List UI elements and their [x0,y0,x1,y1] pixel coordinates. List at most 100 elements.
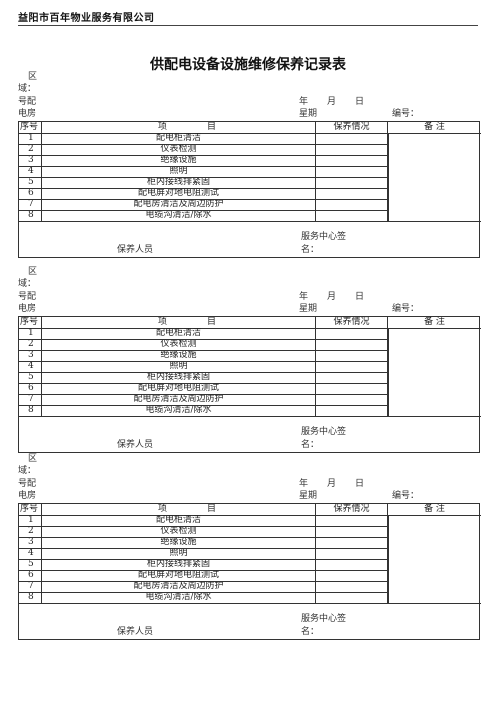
row-item: 照明 [42,361,316,372]
header-no: 序号 [19,504,42,515]
row-item: 柜内接线排紧固 [42,559,316,570]
number-label: 编号： [392,491,420,501]
sign-divider [19,603,481,604]
table-header-row: 序号 项目 保养情况 备 注 [19,317,481,328]
row-status-cell[interactable] [316,350,388,361]
header-item-b: 目 [207,504,217,514]
header-item-a: 项 [158,317,168,327]
area-label-suffix: 域： [18,84,37,94]
row-number: 2 [19,144,42,155]
header-item: 项目 [42,504,316,515]
service-center-label: 服务中心签 [301,427,347,437]
row-item: 配电房清洁及周边防护 [42,394,316,405]
row-divider [19,350,388,351]
row-divider [19,383,388,384]
area-label: 区 [28,267,38,277]
row-divider [19,166,388,167]
row-divider [19,372,388,373]
row-divider [19,405,388,406]
row-status-cell[interactable] [316,537,388,548]
header-item-a: 项 [158,504,168,514]
row-status-cell[interactable] [316,559,388,570]
row-item: 绝缘设施 [42,155,316,166]
row-item: 电缆沟清洁/除水 [42,592,316,603]
row-item: 配电屏对地电阻测试 [42,383,316,394]
service-center-label-suffix: 名： [301,627,320,637]
row-status-cell[interactable] [316,133,388,144]
row-status-cell[interactable] [316,144,388,155]
row-number: 1 [19,133,42,144]
row-item: 配电房清洁及周边防护 [42,199,316,210]
row-item: 仪表检测 [42,144,316,155]
row-status-cell[interactable] [316,592,388,603]
sign-divider [19,221,481,222]
row-status-cell[interactable] [316,548,388,559]
row-number: 6 [19,570,42,581]
row-divider [19,361,388,362]
area-label: 区 [28,454,38,464]
row-status-cell[interactable] [316,155,388,166]
weekday-label: 星期 [299,109,318,119]
row-status-cell[interactable] [316,405,388,416]
row-item: 配电柜清洁 [42,328,316,339]
row-status-cell[interactable] [316,188,388,199]
number-label: 编号： [392,304,420,314]
row-item: 电缆沟清洁/除水 [42,210,316,221]
row-status-cell[interactable] [316,394,388,405]
weekday-label: 星期 [299,304,318,314]
row-status-cell[interactable] [316,372,388,383]
row-item: 绝缘设施 [42,537,316,548]
row-status-cell[interactable] [316,210,388,221]
row-number: 1 [19,328,42,339]
row-status-cell[interactable] [316,383,388,394]
row-number: 7 [19,394,42,405]
row-status-cell[interactable] [316,328,388,339]
row-item: 照明 [42,166,316,177]
staff-label: 保养人员 [117,440,154,450]
row-status-cell[interactable] [316,166,388,177]
row-number: 1 [19,515,42,526]
row-status-cell[interactable] [316,199,388,210]
row-status-cell[interactable] [316,570,388,581]
row-status-cell[interactable] [316,339,388,350]
row-number: 6 [19,188,42,199]
row-status-cell[interactable] [316,581,388,592]
row-item: 配电柜清洁 [42,515,316,526]
header-remark: 备 注 [424,504,445,514]
area-label: 区 [28,72,38,82]
sign-divider [19,416,481,417]
service-center-label-suffix: 名： [301,245,320,255]
page-title: 供配电设备设施维修保养记录表 [150,57,346,73]
row-status-cell[interactable] [316,177,388,188]
company-name: 益阳市百年物业服务有限公司 [18,13,155,24]
header-item-b: 目 [207,122,217,132]
row-number: 5 [19,372,42,383]
header-item: 项目 [42,317,316,328]
row-status-cell[interactable] [316,526,388,537]
day-label: 日 [355,97,365,107]
row-divider [19,581,388,582]
row-divider [19,537,388,538]
remark-column-divider [388,133,389,221]
room-label: 号配 [18,97,37,107]
row-status-cell[interactable] [316,361,388,372]
row-status-cell[interactable] [316,515,388,526]
row-divider [19,144,388,145]
header-remark: 备 注 [424,122,445,132]
